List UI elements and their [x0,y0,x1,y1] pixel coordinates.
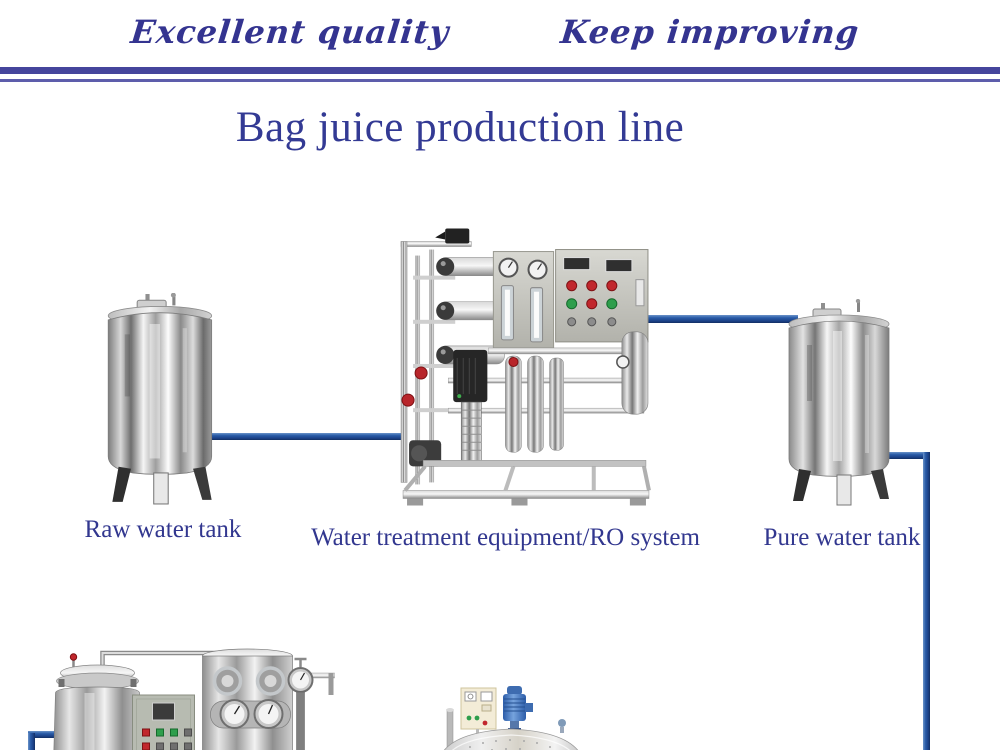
pipe-bottom-left-vertical [28,733,35,750]
raw-water-tank-illustration [107,292,213,505]
ro-system-photo [393,227,659,515]
ro-system-label: Water treatment equipment/RO system [311,524,700,551]
pure-water-tank-illustration [788,298,890,506]
slogan-right: Keep improving [558,13,862,51]
pipe-bottom-left-horizontal [28,731,74,738]
header-rule-thin [0,79,1000,82]
pipe-ro-to-pure [596,315,798,323]
header-rule-thick [0,67,1000,74]
pure-water-tank-label: Pure water tank [763,524,921,551]
pipe-pure-outlet [864,452,930,459]
pipe-raw-to-ro [202,433,402,440]
pasteurizer-unit-illustration [53,648,335,750]
pasteurizer-unit-photo [42,643,338,750]
raw-water-tank-label: Raw water tank [84,516,242,543]
slogan-left: Excellent quality [128,13,452,51]
pure-water-tank-photo [785,298,897,508]
pipe-right-vertical [923,452,930,750]
mixing-tank-photo [438,682,586,750]
page-title: Bag juice production line [235,104,685,151]
raw-water-tank-photo [104,292,220,505]
ro-system-illustration [400,228,651,506]
mixing-tank-illustration [443,686,579,750]
